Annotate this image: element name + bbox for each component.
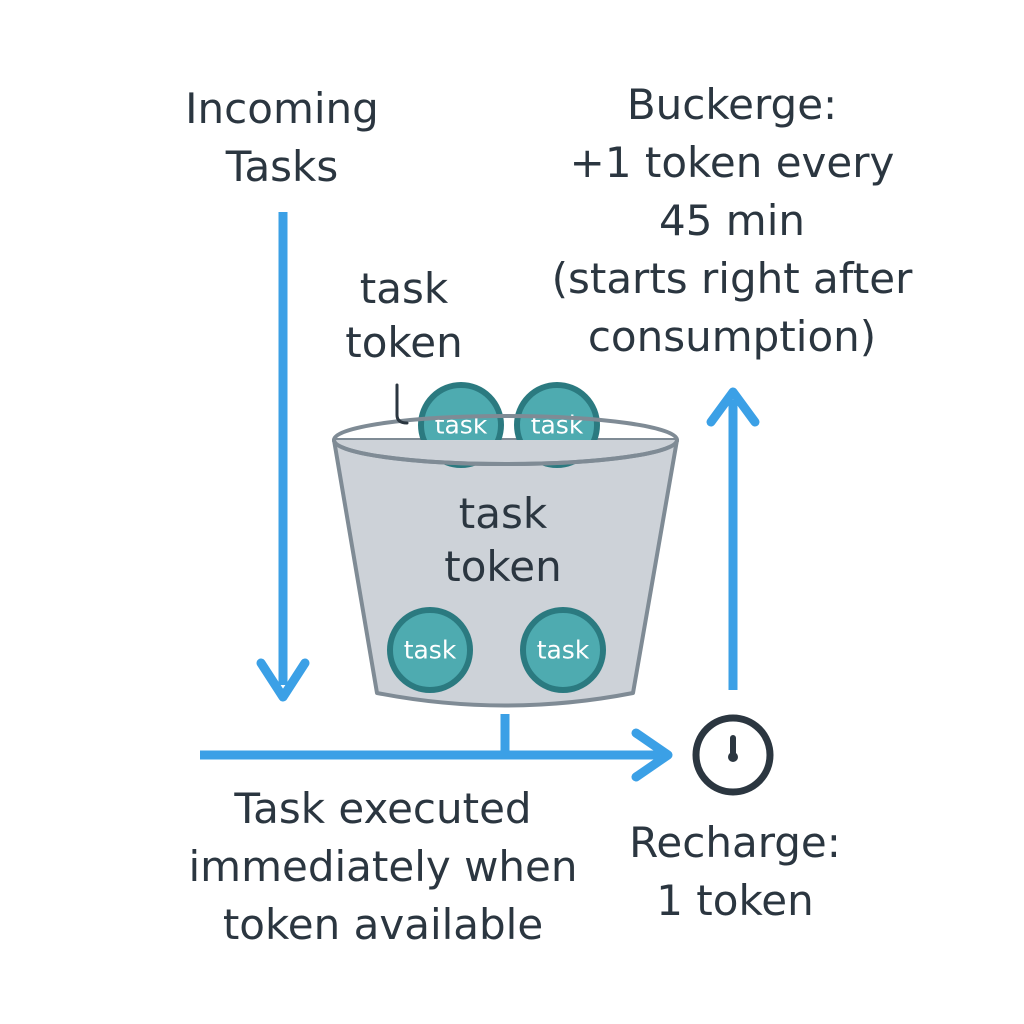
bucket-top-line-1: task — [359, 264, 449, 313]
bucket-top-line-2: token — [345, 318, 463, 367]
incoming-tasks-line-2: Tasks — [225, 142, 339, 191]
incoming-tasks-label: Incoming Tasks — [152, 80, 412, 196]
recharge-schedule-line-3: 45 min — [659, 196, 805, 245]
recharge-schedule-line-2: +1 token every — [569, 138, 895, 187]
recharge-line-2: 1 token — [656, 876, 814, 925]
recharge-schedule-line-4: (starts right after — [551, 254, 913, 303]
inside-coin-2-label: task — [537, 636, 590, 665]
recharge-schedule-line-1: Buckerge: — [626, 80, 838, 129]
inside-coin-1: task — [387, 607, 473, 693]
bucket-inside-line-1: task — [458, 489, 548, 538]
token-pointer-line — [395, 383, 409, 425]
task-executed-line-3: token available — [222, 900, 544, 949]
task-executed-line-1: Task executed — [234, 784, 532, 833]
recharge-schedule-label: Buckerge: +1 token every 45 min (starts … — [527, 76, 937, 366]
stopwatch-icon — [692, 714, 774, 796]
recharge-label: Recharge: 1 token — [600, 814, 870, 930]
inside-coin-2: task — [520, 607, 606, 693]
bucket-top-label: task token — [304, 262, 504, 370]
execution-arrow — [200, 728, 673, 782]
task-executed-label: Task executed immediately when token ava… — [158, 780, 608, 954]
bucket-inside-line-2: token — [444, 542, 562, 591]
recharge-arrow — [706, 387, 760, 690]
bucket-inside-label: task token — [403, 487, 603, 593]
recharge-line-1: Recharge: — [629, 818, 841, 867]
task-executed-line-2: immediately when — [188, 842, 578, 891]
incoming-tasks-line-1: Incoming — [185, 84, 379, 133]
bucket-rim-ellipse — [332, 414, 679, 466]
inside-coin-1-label: task — [404, 636, 457, 665]
incoming-arrow — [256, 212, 310, 702]
recharge-schedule-line-5: consumption) — [587, 312, 877, 361]
